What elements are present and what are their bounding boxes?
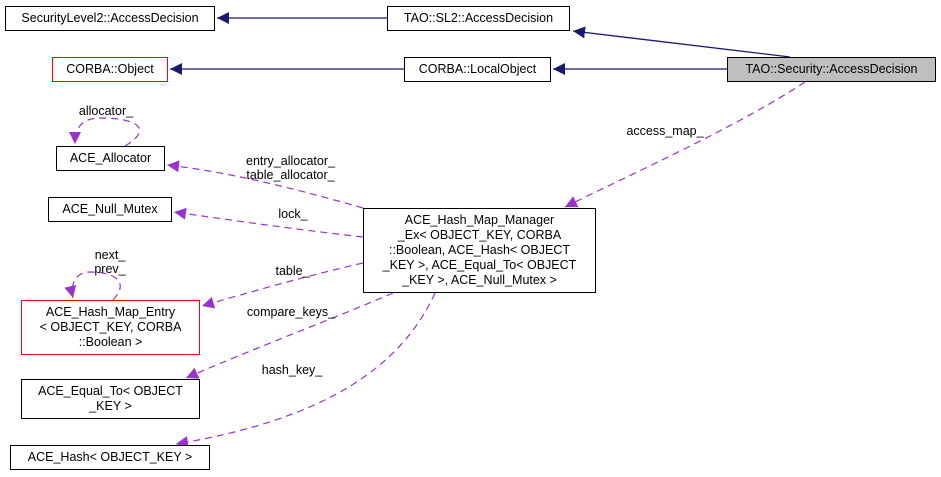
- node-ace-equal-to[interactable]: ACE_Equal_To< OBJECT _KEY >: [21, 379, 200, 419]
- node-corba-object[interactable]: CORBA::Object: [52, 57, 168, 82]
- edge-label-lock: lock_: [278, 207, 308, 221]
- node-tao-sl2-access-decision[interactable]: TAO::SL2::AccessDecision: [387, 6, 570, 31]
- node-tao-security-access-decision[interactable]: TAO::Security::AccessDecision: [727, 57, 936, 82]
- node-ace-hash-map-manager[interactable]: ACE_Hash_Map_Manager _Ex< OBJECT_KEY, CO…: [363, 208, 596, 293]
- edge-label-allocator: allocator_: [78, 104, 134, 118]
- edge-label-compare-keys: compare_keys_: [246, 305, 336, 319]
- edge-hash_map_manager-to-ace_allocator: [166, 160, 364, 209]
- edge-hash_map_entry-to-hash_map_entry: [64, 271, 121, 301]
- edge-hash_map_manager-to-equal_to: [185, 292, 394, 379]
- edge-label-entry-table-allocator: entry_allocator_ table_allocator_: [246, 154, 335, 182]
- edge-label-access-map: access_map_: [626, 124, 704, 138]
- edge-tao_sec_ad-to-tao_sl2_ad: [572, 26, 791, 58]
- edge-tao_sec_ad-to-hash_map_manager: [564, 81, 806, 208]
- edge-label-table: table_: [275, 264, 310, 278]
- node-ace-null-mutex[interactable]: ACE_Null_Mutex: [48, 197, 172, 222]
- edge-hash_map_manager-to-hash_map_entry: [201, 262, 364, 309]
- node-ace-allocator[interactable]: ACE_Allocator: [56, 146, 165, 171]
- edge-label-hash-key: hash_key_: [261, 363, 323, 377]
- node-corba-local-object[interactable]: CORBA::LocalObject: [404, 57, 551, 82]
- edge-ace_allocator-to-ace_allocator: [69, 117, 141, 147]
- edge-label-next-prev: next_ prev_: [94, 248, 126, 276]
- node-ace-hash-map-entry[interactable]: ACE_Hash_Map_Entry < OBJECT_KEY, CORBA :…: [21, 300, 200, 355]
- node-sl2-access-decision[interactable]: SecurityLevel2::AccessDecision: [5, 6, 215, 31]
- node-ace-hash[interactable]: ACE_Hash< OBJECT_KEY >: [10, 445, 210, 470]
- edge-hash_map_manager-to-ace_null_mutex: [173, 207, 364, 238]
- edge-hash_map_manager-to-ace_hash: [175, 292, 436, 448]
